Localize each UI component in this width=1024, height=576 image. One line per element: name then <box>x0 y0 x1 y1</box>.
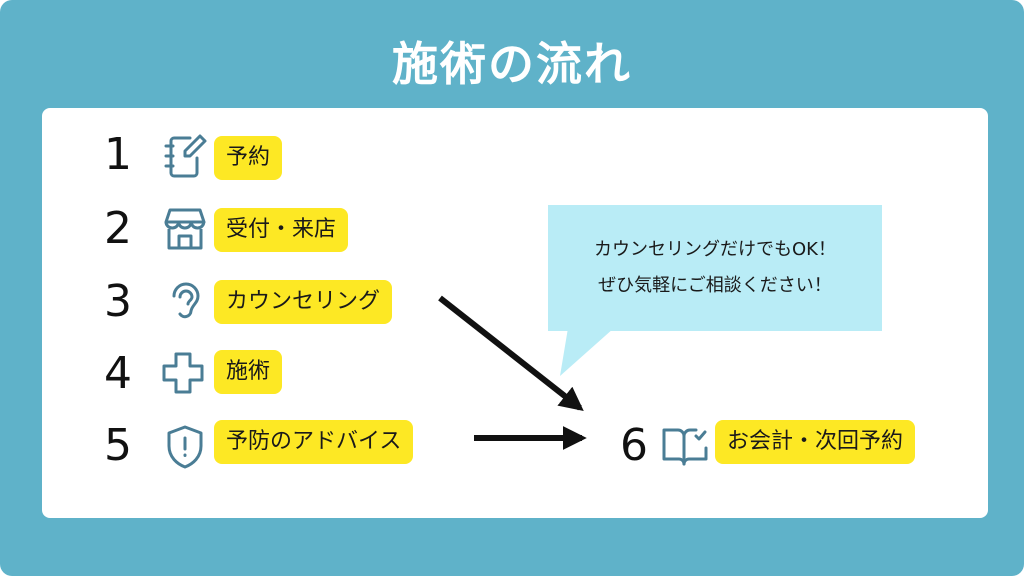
step-4-number: 4 <box>104 348 132 399</box>
storefront-icon <box>164 208 206 250</box>
step-4-label: 施術 <box>214 350 283 394</box>
step-5-label: 予防のアドバイス <box>214 420 414 464</box>
step-2-label: 受付・来店 <box>214 208 349 252</box>
ear-icon <box>172 282 200 319</box>
step-6-label: お会計・次回予約 <box>715 420 916 464</box>
shield-alert-icon <box>167 425 203 469</box>
arrow-counseling-to-checkout <box>438 295 584 411</box>
step-3-label: カウンセリング <box>214 280 393 324</box>
step-5-number: 5 <box>104 420 132 471</box>
book-check-icon <box>662 428 708 466</box>
step-3-number: 3 <box>104 276 132 327</box>
page-title: 施術の流れ <box>392 37 632 91</box>
notebook-pen-icon <box>164 134 207 178</box>
step-1-label: 予約 <box>214 136 283 180</box>
speech-bubble-line-1: カウンセリングだけでもOK！ <box>594 239 836 260</box>
step-1-number: 1 <box>104 129 132 180</box>
speech-bubble <box>548 205 882 331</box>
speech-bubble-line-2: ぜひ気軽にご相談ください！ <box>598 275 832 296</box>
step-6-number: 6 <box>620 420 648 471</box>
plus-cross-icon <box>162 352 204 394</box>
step-2-number: 2 <box>104 203 132 254</box>
speech-bubble-text: カウンセリングだけでもOK！ ぜひ気軽にご相談ください！ <box>548 232 882 304</box>
speech-bubble-tail <box>560 328 614 376</box>
